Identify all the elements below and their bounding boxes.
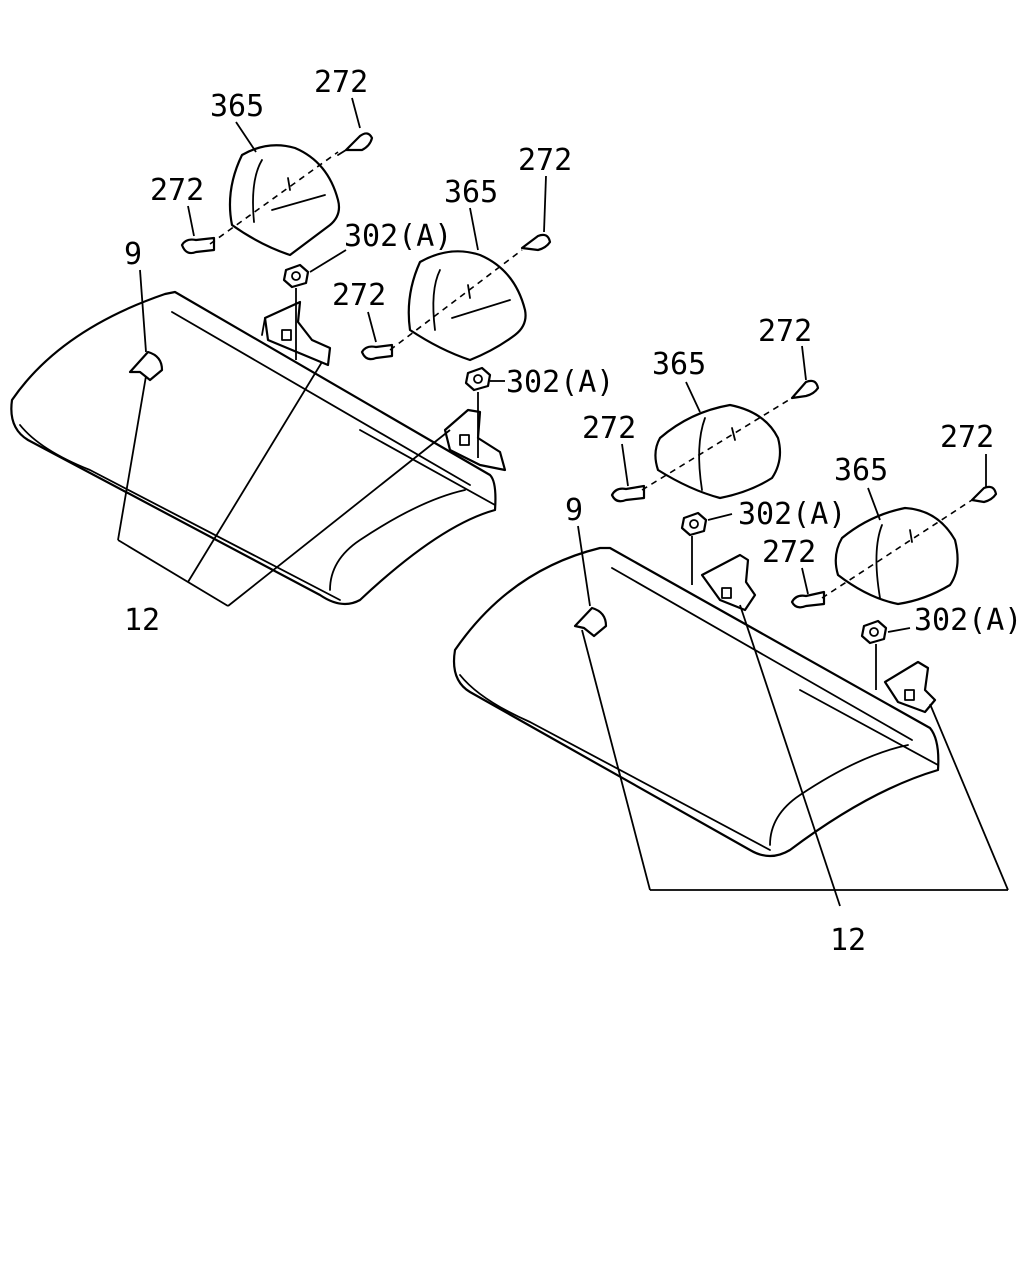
screw-272-right-4 (790, 590, 826, 609)
callout-272: 272 (940, 420, 994, 455)
callout-272: 272 (518, 143, 572, 178)
callout-labels: 272 365 272 272 365 302(A) 9 272 302(A) … (124, 65, 1022, 958)
callout-302a: 302(A) (344, 219, 452, 254)
callout-302a: 302(A) (738, 497, 846, 532)
callout-365: 365 (444, 175, 498, 210)
bracket-left-b (443, 408, 507, 472)
callout-12: 12 (830, 923, 866, 958)
bracket-right-b (883, 660, 937, 714)
armrest-12-right (452, 546, 940, 858)
callout-365: 365 (210, 89, 264, 124)
left-armrest-assembly (10, 97, 552, 607)
callout-365: 365 (652, 347, 706, 382)
screw-272-left-1 (337, 132, 374, 156)
callout-272: 272 (314, 65, 368, 100)
cover-365-right-1 (654, 403, 782, 500)
callout-302a: 302(A) (914, 603, 1022, 638)
clip-9-right (573, 606, 608, 638)
callout-272: 272 (582, 411, 636, 446)
nut-302a-left-2 (464, 366, 492, 392)
clip-9-left (128, 350, 164, 382)
screw-272-right-3 (970, 485, 998, 504)
callout-272: 272 (762, 535, 816, 570)
bracket-left-a (261, 300, 332, 367)
bracket-right-a (700, 553, 757, 612)
callout-272: 272 (150, 173, 204, 208)
cover-365-left-2 (407, 250, 527, 362)
cover-365-left-1 (228, 144, 341, 257)
screw-272-left-4 (360, 343, 394, 361)
nut-302a-right-1 (680, 511, 708, 537)
callout-302a: 302(A) (506, 365, 614, 400)
callout-272: 272 (758, 314, 812, 349)
cover-365-right-2 (834, 506, 959, 606)
screw-272-left-3 (520, 233, 552, 252)
screw-272-left-2 (180, 236, 216, 255)
nut-302a-right-2 (860, 619, 888, 645)
screw-272-right-2 (610, 484, 646, 503)
nut-302a-left-1 (282, 263, 310, 289)
callout-365: 365 (834, 453, 888, 488)
callout-9: 9 (565, 493, 583, 528)
screw-272-right-1 (790, 379, 820, 400)
right-armrest-assembly (452, 345, 1009, 907)
callout-12: 12 (124, 603, 160, 638)
callout-9: 9 (124, 237, 142, 272)
callout-272: 272 (332, 278, 386, 313)
